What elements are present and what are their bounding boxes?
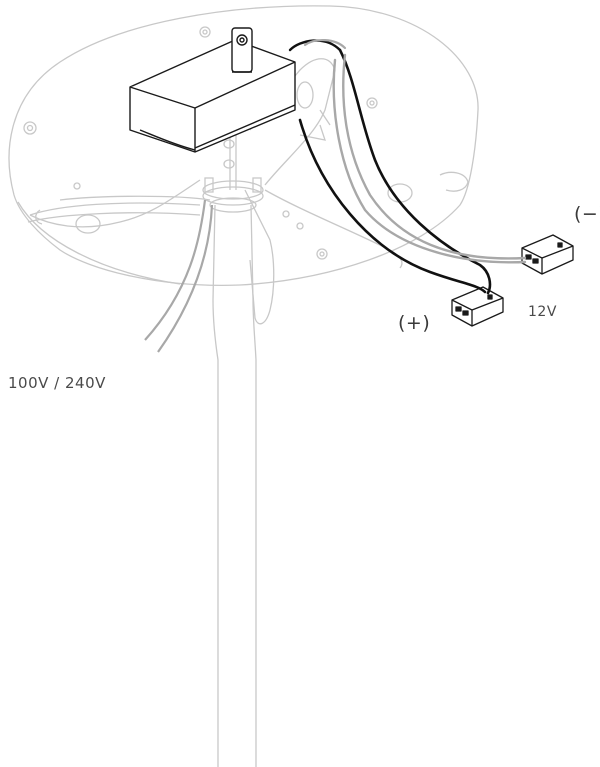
mains-wires xyxy=(144,199,214,353)
connector-positive xyxy=(451,286,504,327)
ceiling-plate xyxy=(8,5,479,325)
positive-terminal-label: (+) xyxy=(398,312,431,334)
low-voltage-wires xyxy=(288,39,527,295)
connector-negative xyxy=(521,234,574,275)
negative-terminal-label: (−) xyxy=(574,203,600,225)
pendant-pole xyxy=(202,130,264,767)
mains-voltage-label: 100V / 240V xyxy=(8,374,106,392)
low-voltage-label: 12V xyxy=(528,304,557,320)
driver-box-icon xyxy=(129,27,296,153)
